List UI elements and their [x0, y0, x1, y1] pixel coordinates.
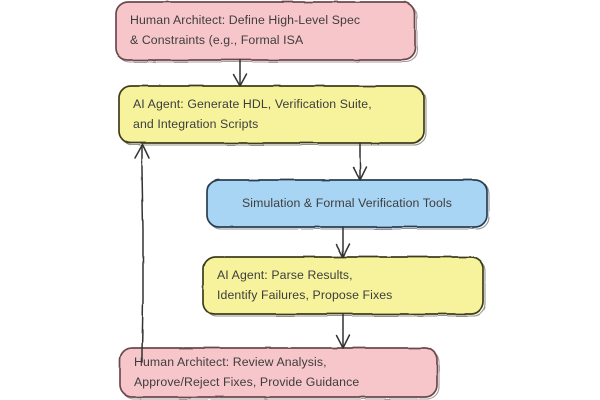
- edge-review-to-generate-feedback: [134, 143, 150, 363]
- node-ai-agent-parse-results[interactable]: AI Agent: Parse Results, Identify Failur…: [203, 257, 483, 314]
- node-simulation-formal-verification-tools[interactable]: Simulation & Formal Verification Tools: [207, 180, 487, 227]
- node-label: AI Agent: Parse Results, Identify Failur…: [217, 267, 393, 302]
- node-label: Simulation & Formal Verification Tools: [242, 195, 452, 210]
- edge-tools-to-parse: [335, 226, 351, 258]
- edge-parse-to-review: [335, 313, 351, 349]
- node-human-architect-define-spec[interactable]: Human Architect: Define High-Level Spec …: [116, 2, 415, 60]
- flowchart-node-shapes: [115, 1, 490, 400]
- node-label: AI Agent: Generate HDL, Verification Sui…: [133, 96, 372, 131]
- node-human-architect-review-analysis[interactable]: Human Architect: Review Analysis, Approv…: [120, 348, 437, 397]
- edge-generate-to-tools: [352, 142, 368, 181]
- node-label: Human Architect: Review Analysis, Approv…: [134, 354, 360, 389]
- edge-spec-to-generate: [232, 59, 248, 87]
- node-label: Human Architect: Define High-Level Spec …: [130, 13, 361, 47]
- node-ai-agent-generate-hdl[interactable]: AI Agent: Generate HDL, Verification Sui…: [119, 86, 424, 143]
